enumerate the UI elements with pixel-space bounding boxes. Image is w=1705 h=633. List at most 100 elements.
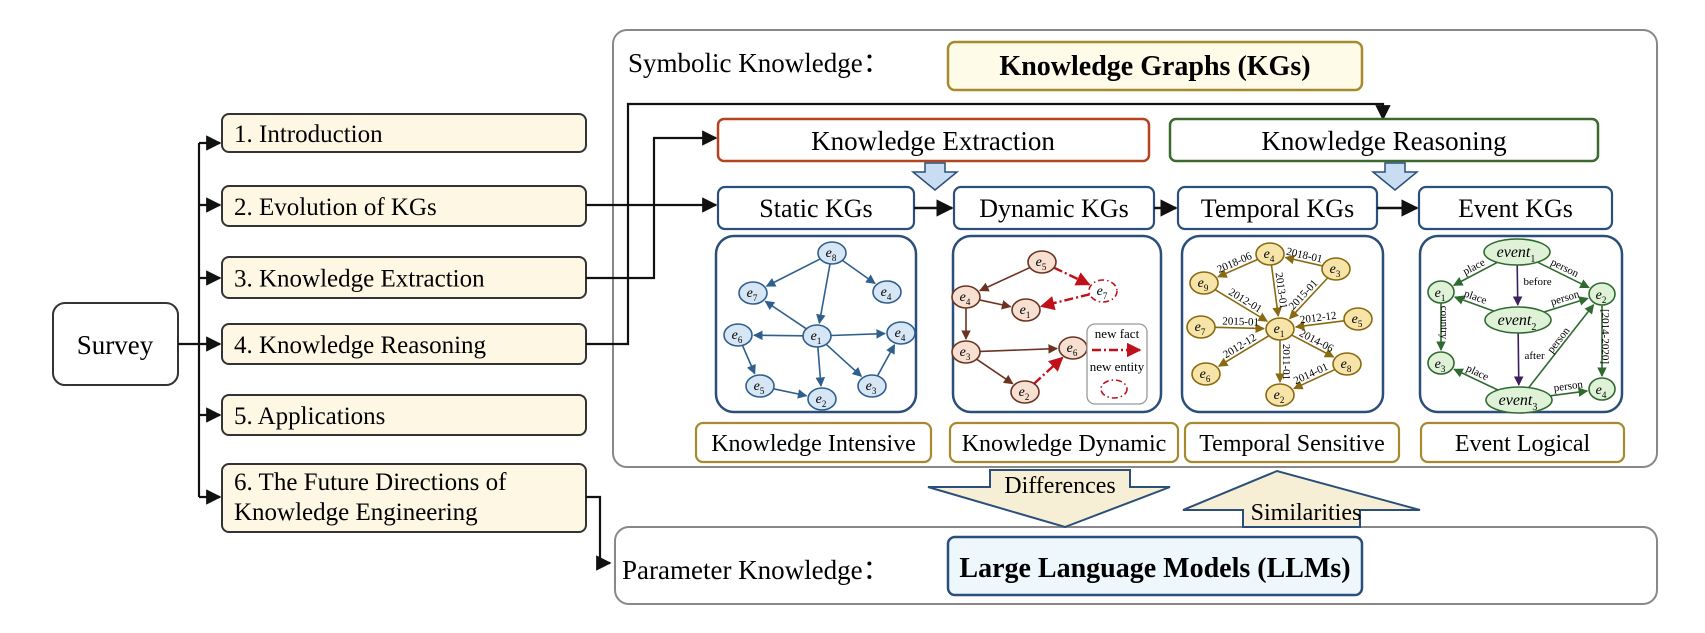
static-edge: [841, 259, 876, 285]
section-list: 1. Introduction 2. Evolution of KGs 3. Kno…: [221, 113, 587, 533]
static-node-label: e7: [747, 286, 758, 303]
event-edge-label: country: [1438, 306, 1450, 340]
event-node: [1485, 386, 1553, 414]
section-box-1[interactable]: [221, 113, 587, 153]
section-label-6-line-1: 6. The Future Directions of: [234, 469, 507, 496]
static-node: [802, 324, 832, 348]
temporal-node: [1186, 315, 1216, 339]
knowledge-reasoning-box[interactable]: [1168, 117, 1600, 163]
entity-node: [1427, 351, 1455, 375]
kg-trait-label-3: Temporal Sensitive: [1199, 431, 1385, 457]
section-label-4-line-1: 4. Knowledge Reasoning: [234, 332, 487, 359]
llm-title-box: [946, 535, 1364, 597]
temporal-node: [1265, 383, 1295, 407]
temporal-node-label: e3: [1330, 262, 1341, 279]
temporal-node-label: e5: [1352, 312, 1363, 329]
event-logic-edge: [1513, 332, 1524, 386]
event-edge: [1452, 261, 1498, 286]
static-node-label: e4: [895, 326, 906, 343]
event-edge: [1550, 387, 1589, 397]
static-node: [872, 280, 902, 304]
section-links: [586, 102, 1391, 571]
temporal-node: [1255, 242, 1285, 266]
dynamic-node: [1011, 298, 1041, 322]
entity-node: [1588, 377, 1616, 401]
section-label-2-line-1: 2. Evolution of KGs: [234, 194, 437, 221]
temporal-edge: [1284, 254, 1323, 267]
static-edge: [825, 343, 863, 377]
reasoning-down-arrow: [1370, 162, 1420, 191]
knowledge-extraction-label: Knowledge Extraction: [811, 126, 1055, 156]
event-edge: [1543, 296, 1589, 313]
entity-node: [1427, 280, 1455, 304]
tree-connectors: [178, 135, 222, 505]
dynamic-node: [951, 285, 981, 309]
static-node-label: e6: [732, 328, 743, 345]
event-edge-label: person: [1553, 379, 1584, 395]
entity-node: [1588, 282, 1616, 306]
temporal-node: [1343, 307, 1373, 331]
temporal-edge: [1214, 289, 1269, 322]
dynamic-edge: [979, 344, 1058, 354]
extraction-down-arrow: [910, 162, 960, 191]
dynamic-new-fact-edge: [1039, 293, 1090, 311]
static-edge: [815, 346, 826, 387]
event-logic-edge: [1512, 264, 1523, 306]
dynamic-node-label: e3: [960, 345, 971, 362]
temporal-edge: [1217, 335, 1270, 367]
event-node-label: e3: [1435, 357, 1446, 374]
temporal-edge-label: 2012-12: [1299, 310, 1337, 327]
static-edge: [753, 330, 804, 341]
section-label-3-line-1: 3. Knowledge Extraction: [234, 266, 485, 293]
temporal-node: [1321, 257, 1351, 281]
temporal-node: [1189, 271, 1219, 295]
static-edge: [830, 329, 886, 339]
kg-type-label-4: Event KGs: [1458, 194, 1573, 223]
event-edge-label: after: [1524, 350, 1544, 362]
temporal-node: [1191, 362, 1221, 386]
kg-type-label-3: Temporal KGs: [1201, 194, 1354, 223]
static-node-label: e5: [754, 379, 765, 396]
dynamic-node-label: e7: [1097, 284, 1108, 301]
temporal-node-label: e7: [1195, 320, 1206, 337]
temporal-edge: [1288, 277, 1329, 320]
static-edge: [816, 263, 831, 325]
similarities-arrow: [1182, 469, 1421, 528]
static-node-label: e2: [816, 392, 827, 409]
event-node-label: event3: [1499, 392, 1538, 413]
dynamic-edge: [979, 299, 1012, 310]
dynamic-node: [951, 340, 981, 364]
legend-new-entity-marker: [1100, 379, 1128, 399]
temporal-edge-label: 2011-01: [1280, 344, 1292, 380]
static-edge: [765, 258, 821, 287]
temporal-edge-label: 2013-01: [1273, 272, 1290, 310]
event-node: [1483, 238, 1551, 266]
event-node-label: e1: [1435, 286, 1446, 303]
knowledge-extraction-box[interactable]: [716, 117, 1151, 163]
temporal-node-label: e6: [1200, 367, 1211, 384]
knowledge-reasoning-label: Knowledge Reasoning: [1261, 126, 1506, 156]
legend-new-entity-label: new entity: [1090, 359, 1145, 374]
section-box-5[interactable]: [221, 394, 587, 436]
dynamic-edge: [979, 266, 1031, 292]
temporal-node-label: e2: [1274, 388, 1285, 405]
dynamic-node-label: e6: [1067, 341, 1078, 358]
kg-title: Knowledge Graphs (KGs): [999, 51, 1310, 82]
static-node: [723, 323, 753, 347]
temporal-node-label: e1: [1274, 322, 1285, 339]
dynamic-node: [1027, 250, 1057, 274]
dynamic-node: [1010, 380, 1040, 404]
kg-title-box: [946, 40, 1364, 92]
section-label-1-line-1: 1. Introduction: [234, 121, 383, 148]
kg-type-header-4[interactable]: [1417, 185, 1614, 231]
legend-new-fact-label: new fact: [1095, 326, 1140, 341]
static-node-label: e4: [881, 285, 892, 302]
kg-trait-label-1: Knowledge Intensive: [711, 431, 916, 457]
static-edge: [876, 344, 896, 377]
static-node: [886, 321, 916, 345]
dynamic-edge: [976, 358, 1014, 385]
static-edge: [741, 345, 756, 375]
temporal-edge: [1293, 368, 1336, 390]
